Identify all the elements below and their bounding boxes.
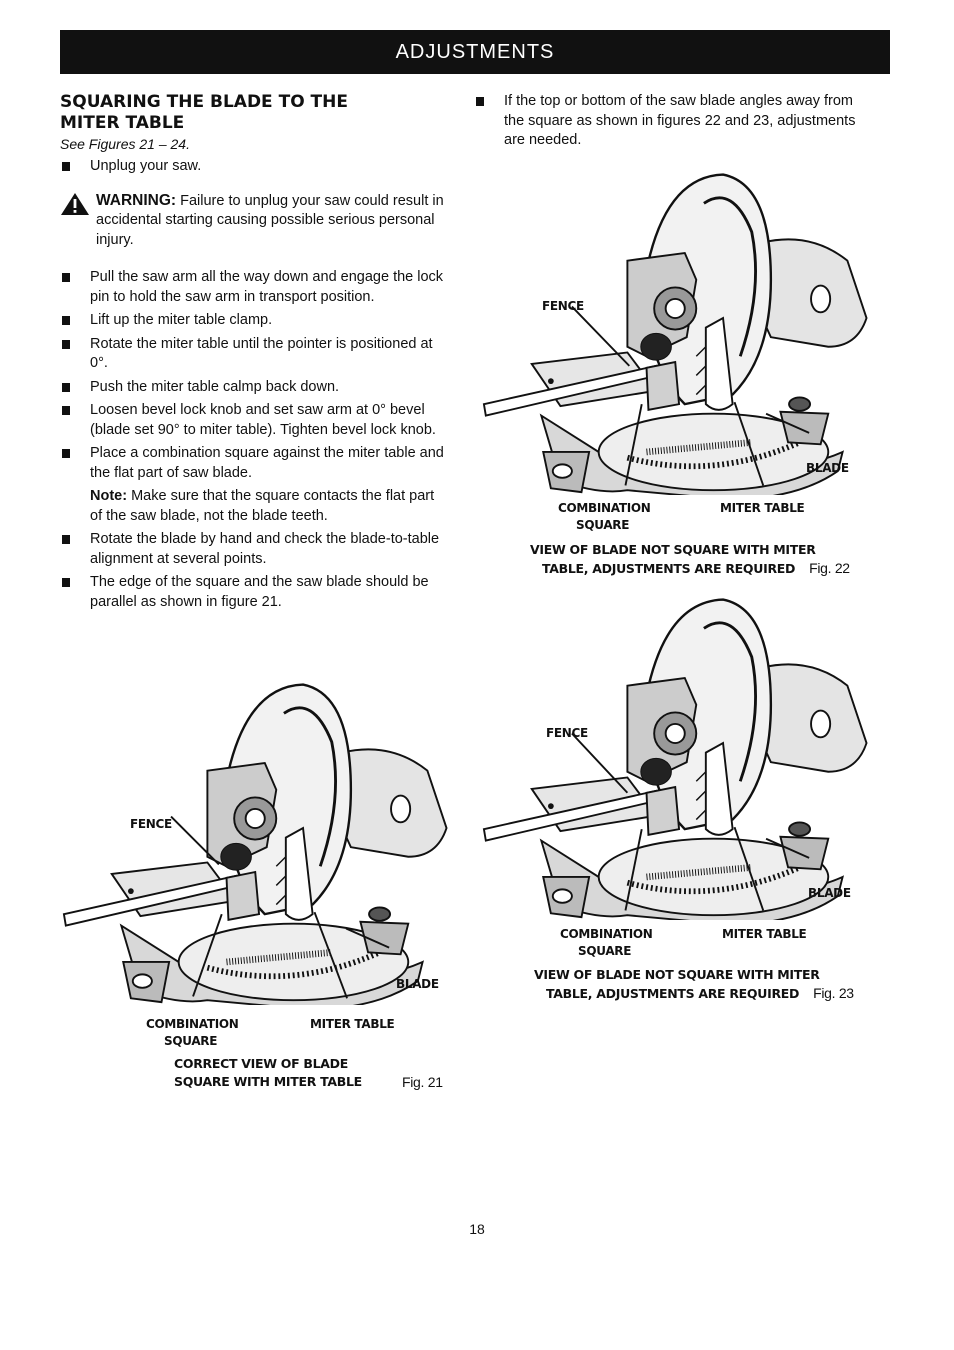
blade-label: BLADE <box>806 461 849 475</box>
miter-table-label: MITER TABLE <box>310 1017 395 1031</box>
figure-22: FENCE BLADE COMBINATION SQUARE MITER TAB… <box>480 165 880 532</box>
warning-block: WARNING: Failure to unplug your saw coul… <box>60 191 450 251</box>
note: Note: Make sure that the square contacts… <box>60 487 450 526</box>
page-number: 18 <box>469 1221 485 1237</box>
caption-line: TABLE, ADJUSTMENTS ARE REQUIRED <box>546 986 800 1001</box>
list-item: Place a combination square against the m… <box>60 444 450 483</box>
list-item: Rotate the miter table until the pointer… <box>60 335 450 374</box>
figure-number: Fig. 22 <box>809 560 850 576</box>
fence-label: FENCE <box>546 726 588 740</box>
miter-table-label: MITER TABLE <box>720 501 805 515</box>
right-column: If the top or bottom of the saw blade an… <box>474 92 864 155</box>
note-label: Note: <box>90 488 128 504</box>
caption-line: TABLE, ADJUSTMENTS ARE REQUIRED <box>542 561 796 576</box>
miter-table-label: MITER TABLE <box>722 927 807 941</box>
saw-illustration <box>480 165 880 495</box>
instruction-list-2: Rotate the blade by hand and check the b… <box>60 530 450 612</box>
figure-number: Fig. 23 <box>813 985 854 1001</box>
caption-line: CORRECT VIEW OF BLADE <box>174 1056 348 1071</box>
caption-line: VIEW OF BLADE NOT SQUARE WITH MITER <box>534 967 820 982</box>
fence-label: FENCE <box>542 299 584 313</box>
figure-23-caption: VIEW OF BLADE NOT SQUARE WITH MITER TABL… <box>534 966 854 1003</box>
saw-illustration <box>480 590 880 920</box>
list-item: Lift up the miter table clamp. <box>60 311 450 331</box>
square-label: SQUARE <box>576 518 630 532</box>
list-item: If the top or bottom of the saw blade an… <box>474 92 864 151</box>
blade-label: BLADE <box>396 977 439 991</box>
section-header: ADJUSTMENTS <box>60 30 890 74</box>
warning-icon <box>61 192 89 215</box>
warning-text: Failure to unplug your saw could result … <box>96 192 444 248</box>
square-label: SQUARE <box>164 1034 218 1048</box>
list-item: Pull the saw arm all the way down and en… <box>60 268 450 307</box>
figure-22-caption: VIEW OF BLADE NOT SQUARE WITH MITER TABL… <box>530 541 850 578</box>
saw-illustration <box>60 675 460 1005</box>
warning-label: WARNING: <box>96 191 177 209</box>
list-item: Rotate the blade by hand and check the b… <box>60 530 450 569</box>
fence-label: FENCE <box>130 817 172 831</box>
list-item: Loosen bevel lock knob and set saw arm a… <box>60 401 450 440</box>
instruction-list: Pull the saw arm all the way down and en… <box>60 268 450 483</box>
figure-21-caption: CORRECT VIEW OF BLADE SQUARE WITH MITER … <box>174 1055 443 1091</box>
list-item: Unplug your saw. <box>60 157 450 177</box>
combination-label: COMBINATION <box>560 927 653 941</box>
list-item: Push the miter table calmp back down. <box>60 378 450 398</box>
figure-23: FENCE BLADE COMBINATION SQUARE MITER TAB… <box>480 590 880 958</box>
combination-label: COMBINATION <box>146 1017 239 1031</box>
figure-number: Fig. 21 <box>402 1074 443 1090</box>
caption-line: VIEW OF BLADE NOT SQUARE WITH MITER <box>530 542 816 557</box>
list-item: The edge of the square and the saw blade… <box>60 573 450 612</box>
note-text: Make sure that the square contacts the f… <box>90 488 435 524</box>
section-title: SQUARING THE BLADE TO THE MITER TABLE <box>60 92 348 133</box>
figure-21: FENCE BLADE COMBINATION SQUARE MITER TAB… <box>60 675 460 1048</box>
caption-line: SQUARE WITH MITER TABLE <box>174 1074 362 1089</box>
blade-label: BLADE <box>808 886 851 900</box>
see-figures: See Figures 21 – 24. <box>60 136 190 152</box>
left-column: SQUARING THE BLADE TO THE MITER TABLE Se… <box>60 92 450 616</box>
square-label: SQUARE <box>578 944 632 958</box>
combination-label: COMBINATION <box>558 501 651 515</box>
